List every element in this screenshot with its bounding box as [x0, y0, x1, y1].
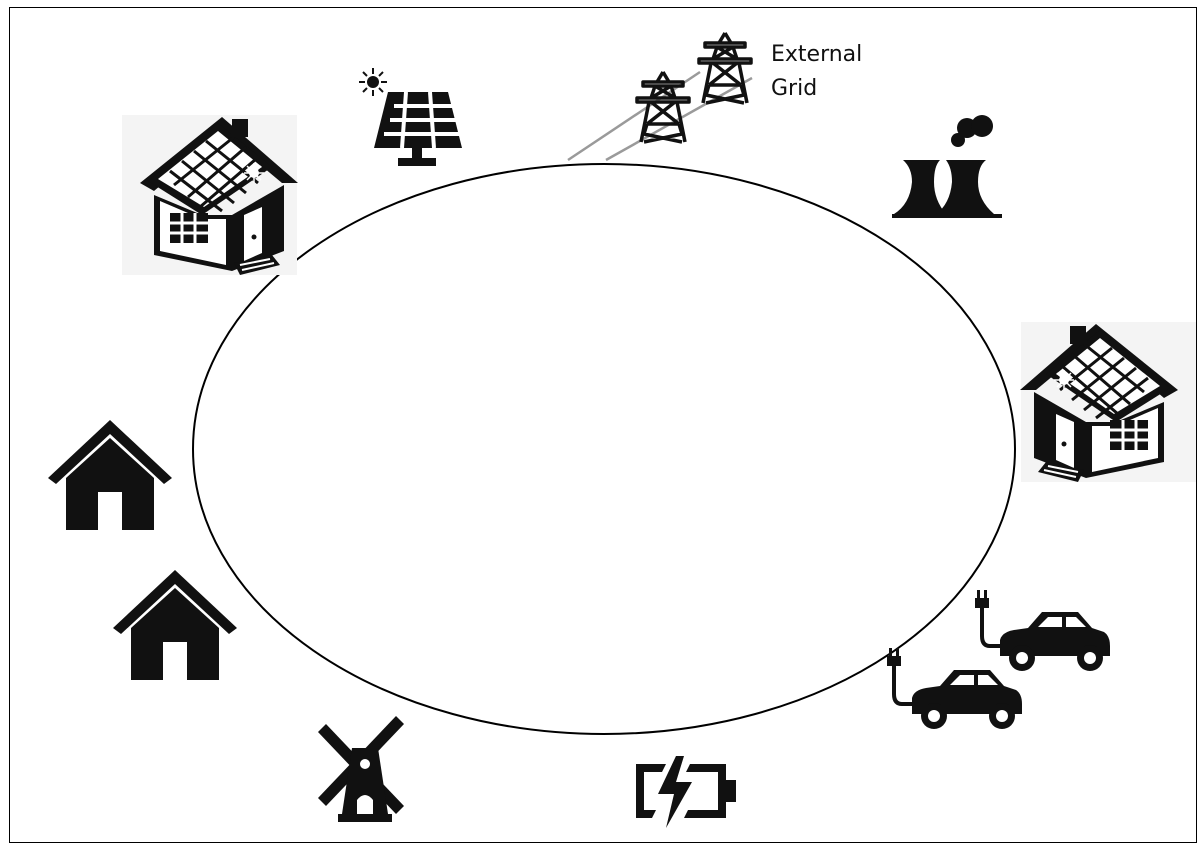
- house-icon: [48, 420, 172, 530]
- electric-car-icon: [973, 588, 1112, 673]
- diagram-frame: [9, 7, 1197, 843]
- house-icon: [113, 570, 237, 680]
- microgrid-bus-ring: [192, 163, 1016, 735]
- power-plant-icon: [892, 115, 1002, 218]
- external-grid-label-line2: Grid: [771, 76, 818, 101]
- solar-panel-icon: [359, 68, 462, 166]
- external-grid-label: External Grid: [771, 38, 862, 106]
- external-grid-label-line1: External: [771, 42, 863, 67]
- battery-icon: [636, 756, 736, 828]
- electric-car-icon: [885, 646, 1024, 731]
- solar-house-icon: [120, 113, 300, 277]
- windmill-icon: [318, 716, 404, 822]
- solar-house-icon: [1018, 320, 1198, 484]
